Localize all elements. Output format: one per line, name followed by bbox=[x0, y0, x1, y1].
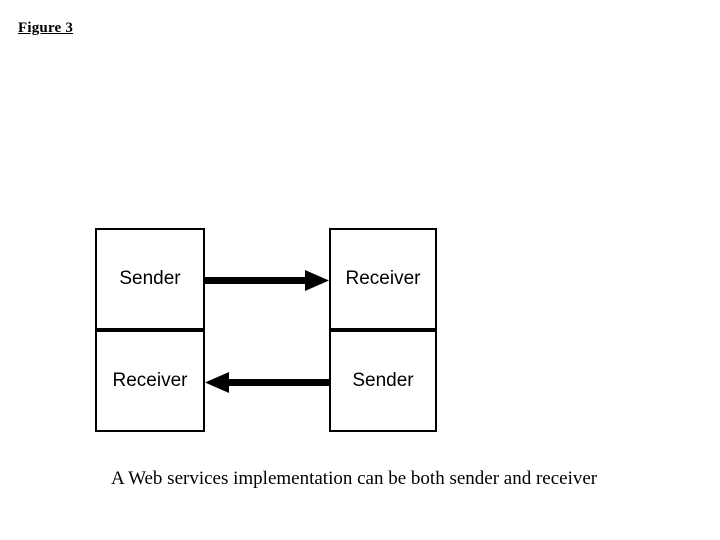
figure-label: Figure 3 bbox=[18, 20, 74, 36]
box-receiver-top-right: Receiver bbox=[329, 228, 437, 330]
box-label: Sender bbox=[119, 268, 181, 289]
arrow-sender-to-receiver bbox=[205, 270, 329, 291]
figure-caption: A Web services implementation can be bot… bbox=[111, 468, 598, 489]
box-sender-top-left: Sender bbox=[95, 228, 205, 330]
arrow-sender-to-receiver-return bbox=[205, 372, 329, 393]
box-label: Receiver bbox=[112, 370, 188, 391]
box-receiver-bottom-left: Receiver bbox=[95, 330, 205, 432]
box-label: Receiver bbox=[345, 268, 421, 289]
box-label: Sender bbox=[352, 370, 414, 391]
box-sender-bottom-right: Sender bbox=[329, 330, 437, 432]
